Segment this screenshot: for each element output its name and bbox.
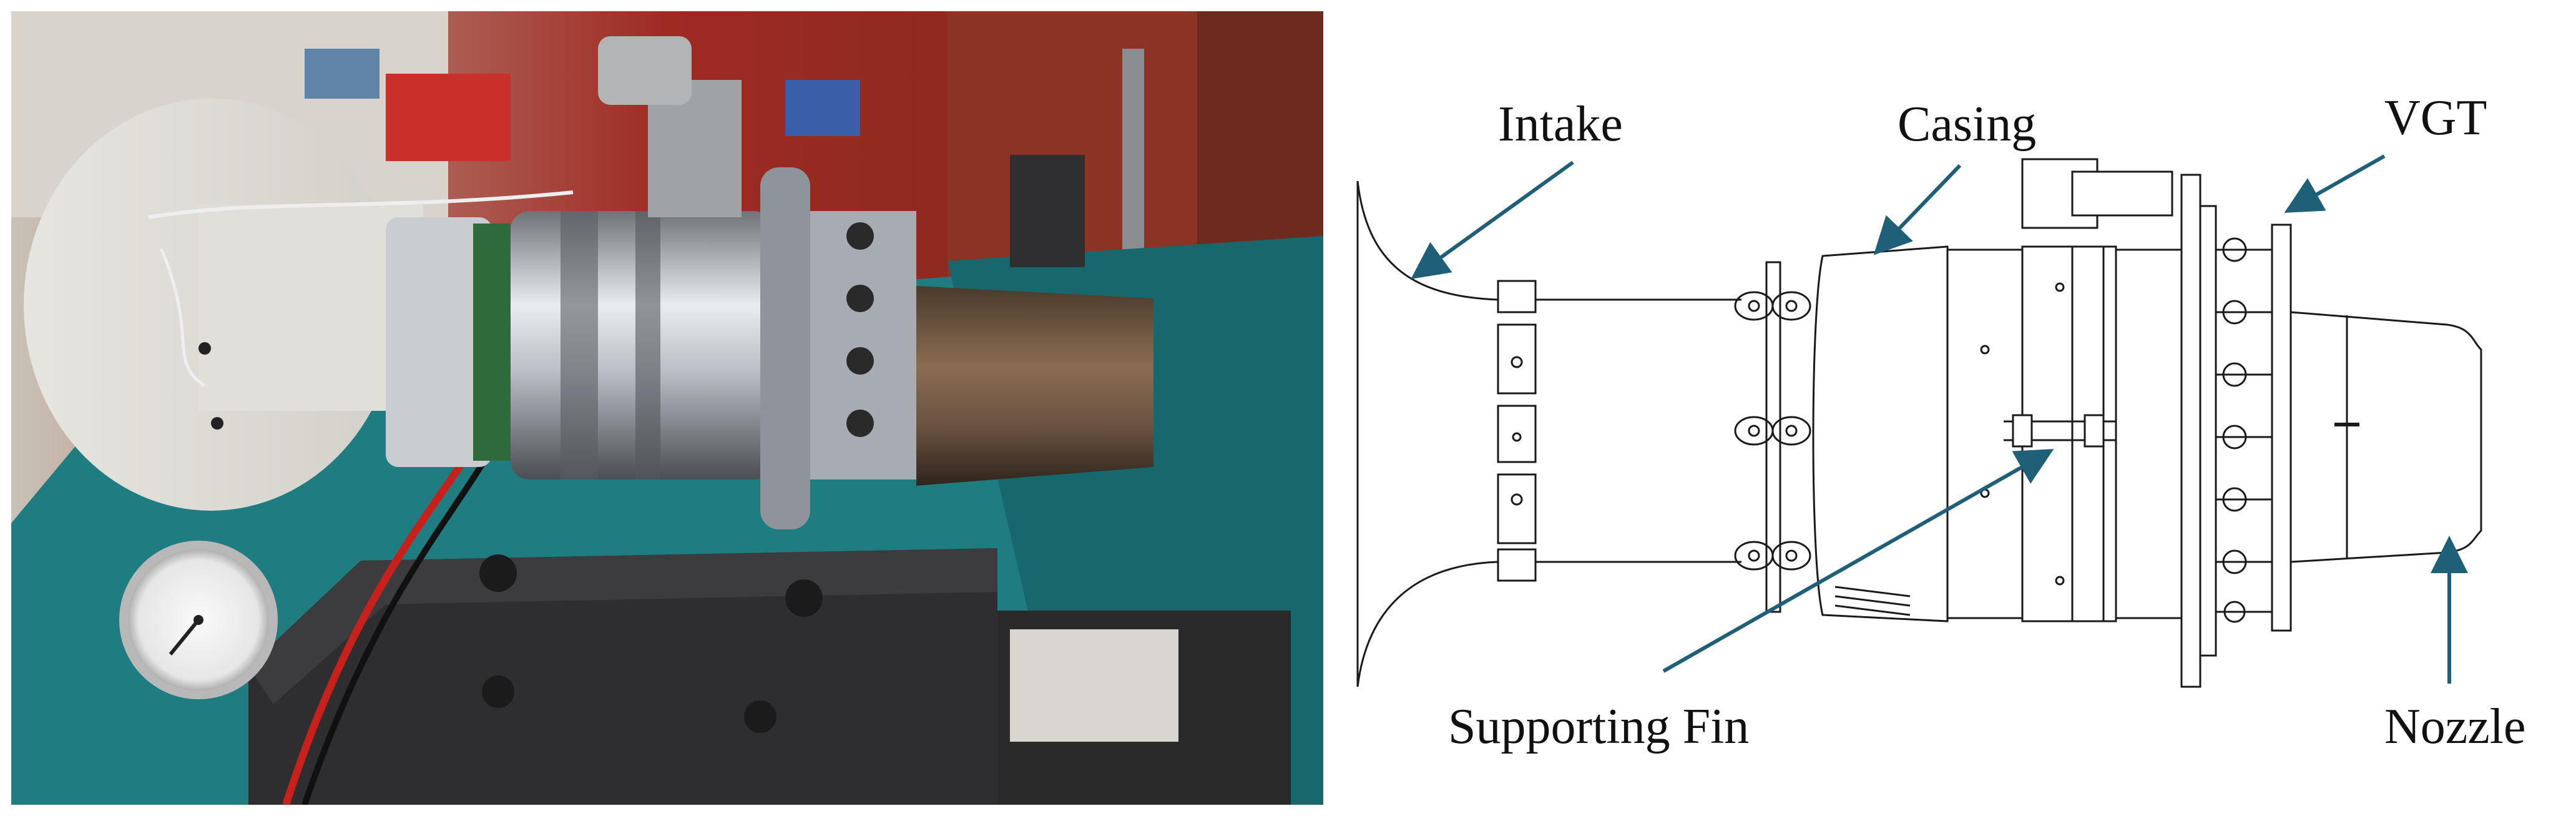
engine-schematic: Intake Casing VGT Supporting Fin Nozzle <box>1356 91 2526 754</box>
vgt-drawing <box>2021 158 2292 688</box>
front-flange <box>386 217 492 467</box>
arrow-vgt <box>2284 154 2386 213</box>
circuit-ring <box>473 224 511 461</box>
arrow-casing <box>1873 164 1962 255</box>
label-supporting-fin: Supporting Fin <box>1448 699 1749 754</box>
casing-drawing <box>1812 245 2117 622</box>
metal-block <box>1010 629 1178 742</box>
engine-test-bench-photo <box>11 11 1323 805</box>
fin-flange-drawing <box>1734 261 1811 613</box>
arrow-supporting-fin <box>1662 449 2054 673</box>
label-vgt: VGT <box>2384 91 2487 145</box>
nozzle-drawing <box>2290 311 2482 563</box>
label-casing: Casing <box>1898 97 2036 152</box>
arrow-intake <box>1411 160 1574 280</box>
vgt-ring <box>760 167 810 529</box>
exhaust-nozzle <box>916 286 1153 486</box>
label-intake: Intake <box>1498 97 1623 152</box>
intake-drawing <box>1356 180 1741 687</box>
label-nozzle: Nozzle <box>2384 699 2526 754</box>
